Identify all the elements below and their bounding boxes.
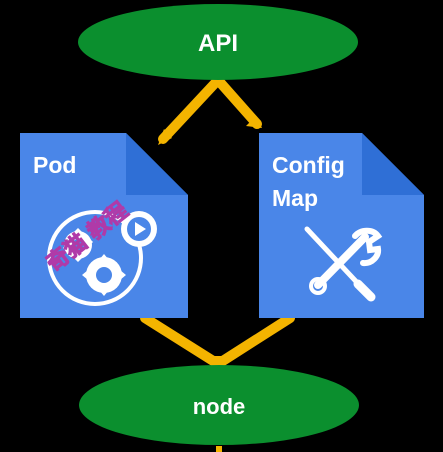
wrench-screwdriver-icon <box>304 226 383 302</box>
api-to-configmap-arrowhead <box>246 116 262 128</box>
api-node: API <box>78 4 358 80</box>
api-to-configmap-arrow <box>213 75 262 129</box>
api-to-pod-arrowhead <box>158 129 172 145</box>
node-label: node <box>193 394 246 419</box>
node-input-arrowhead <box>204 356 232 368</box>
configmap-label-line2: Map <box>272 185 318 211</box>
pod-label: Pod <box>33 152 76 178</box>
configmap-label-line1: Config <box>272 152 345 178</box>
arrows <box>140 75 295 452</box>
api-to-pod-arrow <box>158 75 223 144</box>
gears-with-play-icon <box>47 210 157 306</box>
configmap-card: Config Map <box>259 133 424 318</box>
pod-card: Pod 奇猫 教程 <box>20 133 188 318</box>
node-node: node <box>79 365 359 445</box>
api-label: API <box>198 30 238 57</box>
